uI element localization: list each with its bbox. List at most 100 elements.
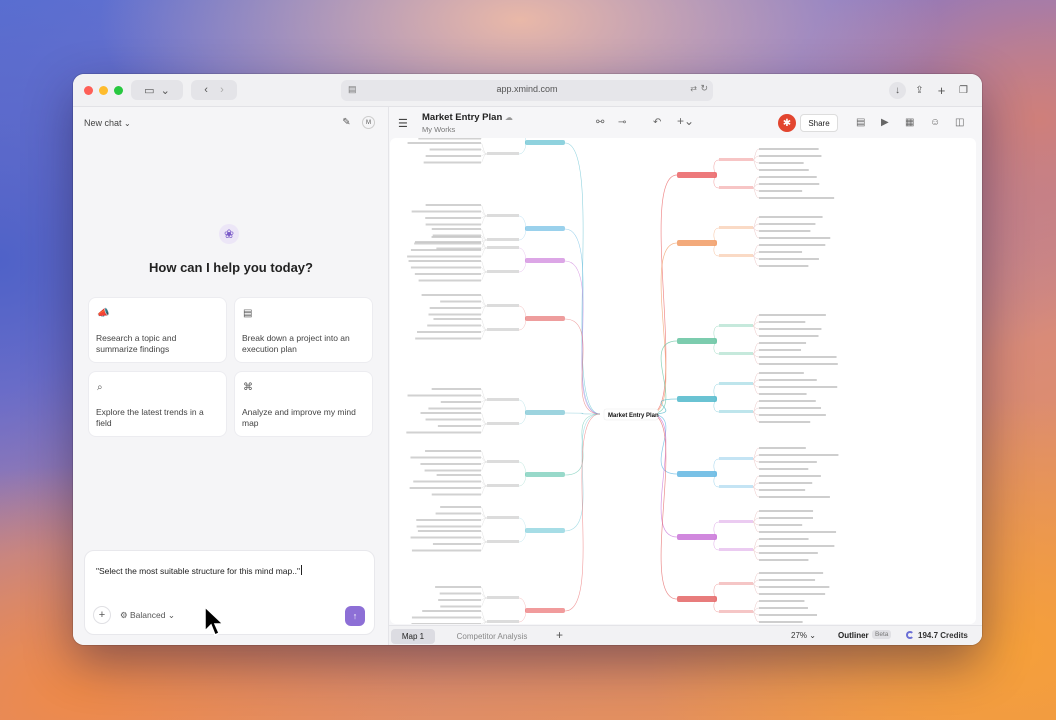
attach-button[interactable]: +: [93, 606, 111, 624]
suggestion-card-analyze[interactable]: ⌘ Analyze and improve my mind map: [234, 371, 373, 437]
leaf-connector: [752, 383, 760, 388]
maximize-window-button[interactable]: [114, 86, 123, 95]
branch-connector: [649, 413, 678, 475]
leaf-connector: [752, 583, 760, 588]
leaf-topic: [759, 545, 835, 547]
tab-overview-icon[interactable]: ❐: [959, 85, 968, 96]
sub-connector: [518, 412, 526, 425]
leaf-connector: [480, 204, 488, 217]
search-icon: ⌕: [97, 382, 103, 393]
leaf-topic: [425, 217, 481, 219]
assistant-logo-icon: ❀: [219, 224, 239, 244]
leaf-topic: [407, 142, 481, 144]
emoji-icon[interactable]: ☺: [930, 117, 941, 128]
address-bar[interactable]: ▤ app.xmind.com ⇄ ↻: [341, 80, 713, 101]
main-branch-topic: [525, 226, 565, 231]
beta-badge: Beta: [872, 630, 892, 639]
format-panel-icon[interactable]: ▤: [856, 117, 866, 128]
play-icon[interactable]: ▶: [881, 117, 889, 128]
leaf-connector: [480, 399, 488, 409]
reload-icon[interactable]: ↻: [700, 83, 708, 93]
close-window-button[interactable]: [84, 86, 93, 95]
document-title[interactable]: Market Entry Plan ☁: [422, 112, 513, 123]
zoom-control[interactable]: 27% ⌄: [791, 631, 816, 640]
branch-connector: [649, 242, 678, 415]
suggestion-card-breakdown[interactable]: ▤ Break down a project into an execution…: [234, 297, 373, 363]
download-icon[interactable]: ↓: [889, 82, 906, 99]
leaf-topic: [415, 337, 481, 340]
branch-connector: [564, 413, 601, 612]
mode-label: Balanced: [130, 610, 166, 620]
leaf-connector: [752, 159, 760, 164]
menu-icon[interactable]: ☰: [398, 118, 408, 130]
tab-map-1[interactable]: Map 1: [391, 629, 435, 644]
megaphone-icon: 📣: [97, 308, 110, 319]
sidebar-panel-icon[interactable]: ◫: [955, 117, 965, 128]
chat-input-box[interactable]: "Select the most suitable structure for …: [84, 550, 375, 635]
leaf-connector: [480, 541, 488, 551]
leaf-connector: [480, 239, 488, 249]
leaf-topic: [759, 183, 820, 185]
mode-selector[interactable]: ⚙ Balanced ⌄: [120, 610, 175, 621]
minimize-window-button[interactable]: [99, 86, 108, 95]
leaf-topic: [759, 356, 837, 358]
send-button[interactable]: ↑: [345, 606, 365, 626]
sidebar-toggle-button[interactable]: ▭ ⌄: [131, 80, 183, 100]
share-browser-icon[interactable]: ⇪: [915, 85, 924, 96]
leaf-connector: [480, 138, 482, 139]
translate-icon[interactable]: ⇄: [690, 84, 697, 93]
mindmap-canvas[interactable]: Market Entry Plan: [390, 138, 976, 624]
outliner-button[interactable]: Outliner: [838, 631, 869, 640]
browser-titlebar: ▭ ⌄ ‹ › ▤ app.xmind.com ⇄ ↻ ↓ ⇪ + ❐: [73, 74, 982, 107]
add-sheet-button[interactable]: +: [556, 628, 564, 642]
forward-icon[interactable]: ›: [220, 84, 224, 96]
link-icon[interactable]: ⚯: [596, 117, 605, 128]
branch-connector: [564, 318, 601, 415]
leaf-connector: [480, 517, 488, 527]
mindmap-svg[interactable]: Market Entry Plan: [390, 138, 976, 624]
leaf-connector: [752, 447, 760, 460]
new-chat-dropdown[interactable]: New chat ⌄: [84, 118, 131, 128]
leaf-topic: [413, 480, 481, 483]
root-topic[interactable]: Market Entry Plan: [608, 413, 659, 419]
leaf-connector: [480, 450, 488, 463]
subtopic: [487, 238, 519, 241]
leaf-connector: [480, 474, 488, 487]
leaf-connector: [752, 572, 760, 585]
branch-connector: [649, 413, 678, 600]
xmind-ai-icon[interactable]: ✱: [778, 114, 796, 132]
user-avatar[interactable]: M: [362, 116, 375, 129]
new-tab-icon[interactable]: +: [937, 83, 946, 98]
sub-connector: [518, 247, 526, 262]
subtopic: [487, 152, 519, 155]
credits-count: 194.7 Credits: [918, 631, 968, 640]
insert-icon[interactable]: +⌄: [677, 114, 695, 128]
leaf-connector: [480, 142, 488, 155]
leaf-topic: [420, 412, 481, 414]
leaf-topic: [435, 586, 481, 588]
leaf-topic: [759, 586, 830, 588]
leaf-topic: [407, 255, 481, 258]
leaf-connector: [752, 549, 760, 561]
branch-connector: [564, 413, 601, 532]
document-location[interactable]: My Works: [422, 125, 456, 134]
suggestion-card-trends[interactable]: ⌕ Explore the latest trends in a field: [88, 371, 227, 437]
leaf-topic: [418, 279, 481, 282]
back-icon[interactable]: ‹: [204, 84, 208, 96]
tag-icon[interactable]: ⊸: [618, 117, 627, 128]
leaf-connector: [480, 597, 488, 607]
notes-icon[interactable]: ▦: [905, 117, 915, 128]
suggestion-text: Research a topic and summarize findings: [96, 333, 177, 354]
suggestion-card-research[interactable]: 📣 Research a topic and summarize finding…: [88, 297, 227, 363]
undo-icon[interactable]: ↶: [653, 117, 662, 128]
chat-input[interactable]: "Select the most suitable structure for …: [96, 565, 302, 576]
leaf-connector: [752, 216, 760, 229]
leaf-connector: [752, 411, 760, 416]
leaf-connector: [752, 342, 760, 355]
share-button[interactable]: Share: [800, 114, 838, 132]
leaf-topic: [759, 400, 816, 402]
tab-competitor-analysis[interactable]: Competitor Analysis: [456, 632, 528, 641]
main-branch-topic: [525, 472, 565, 477]
page-settings-icon[interactable]: ▤: [348, 84, 357, 94]
compose-icon[interactable]: ✎: [342, 117, 351, 128]
